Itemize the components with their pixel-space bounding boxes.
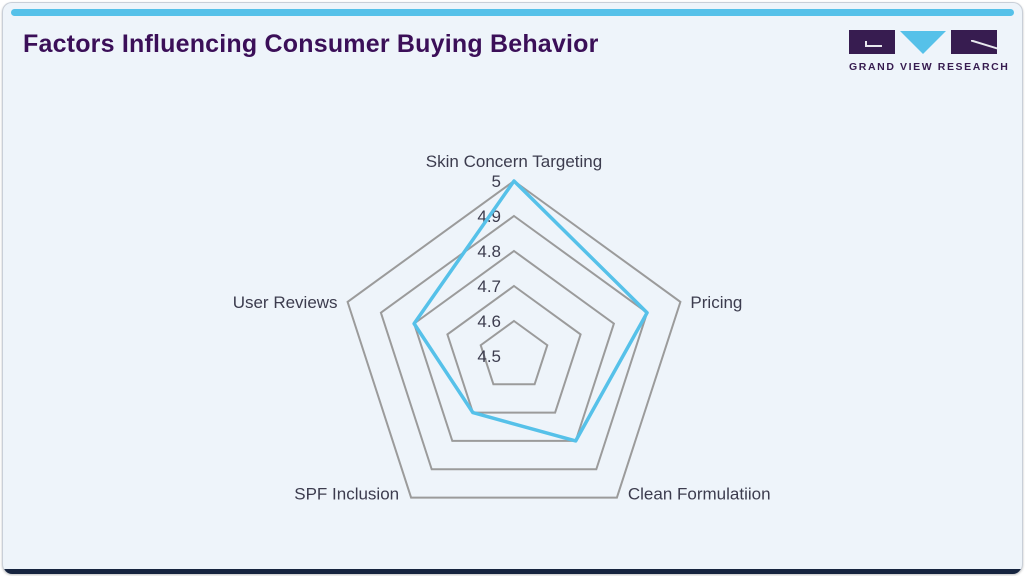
logo-r-block	[951, 30, 997, 54]
top-accent-bar	[11, 9, 1014, 16]
axis-label: User Reviews	[233, 293, 338, 312]
radar-grid-ring	[346, 179, 682, 499]
brand-logo: GRAND VIEW RESEARCH	[849, 30, 1010, 73]
logo-v-triangle	[900, 31, 946, 54]
gvr-logo-icon	[849, 30, 997, 55]
radial-tick-label: 5	[492, 172, 501, 191]
radar-grid-ring	[479, 319, 549, 386]
radar-grid-ring	[412, 249, 616, 442]
page-title: Factors Influencing Consumer Buying Beha…	[23, 30, 599, 58]
axis-label: Clean Formulatiion	[628, 485, 771, 504]
axis-label: Skin Concern Targeting	[426, 152, 602, 171]
logo-g-mark	[865, 41, 882, 47]
brand-name: GRAND VIEW RESEARCH	[849, 61, 1010, 73]
radial-tick-label: 4.7	[477, 277, 501, 296]
radial-tick-label: 4.5	[477, 347, 501, 366]
radar-grid-ring	[446, 284, 582, 414]
logo-g-block	[849, 30, 895, 54]
axis-label: Pricing	[690, 293, 742, 312]
axis-label: SPF Inclusion	[294, 485, 399, 504]
radar-grid-ring	[379, 214, 649, 471]
bottom-accent-bar	[3, 569, 1022, 574]
radial-tick-label: 4.8	[477, 242, 501, 261]
radar-data-polygon	[412, 179, 649, 443]
radial-tick-label: 4.6	[477, 312, 501, 331]
